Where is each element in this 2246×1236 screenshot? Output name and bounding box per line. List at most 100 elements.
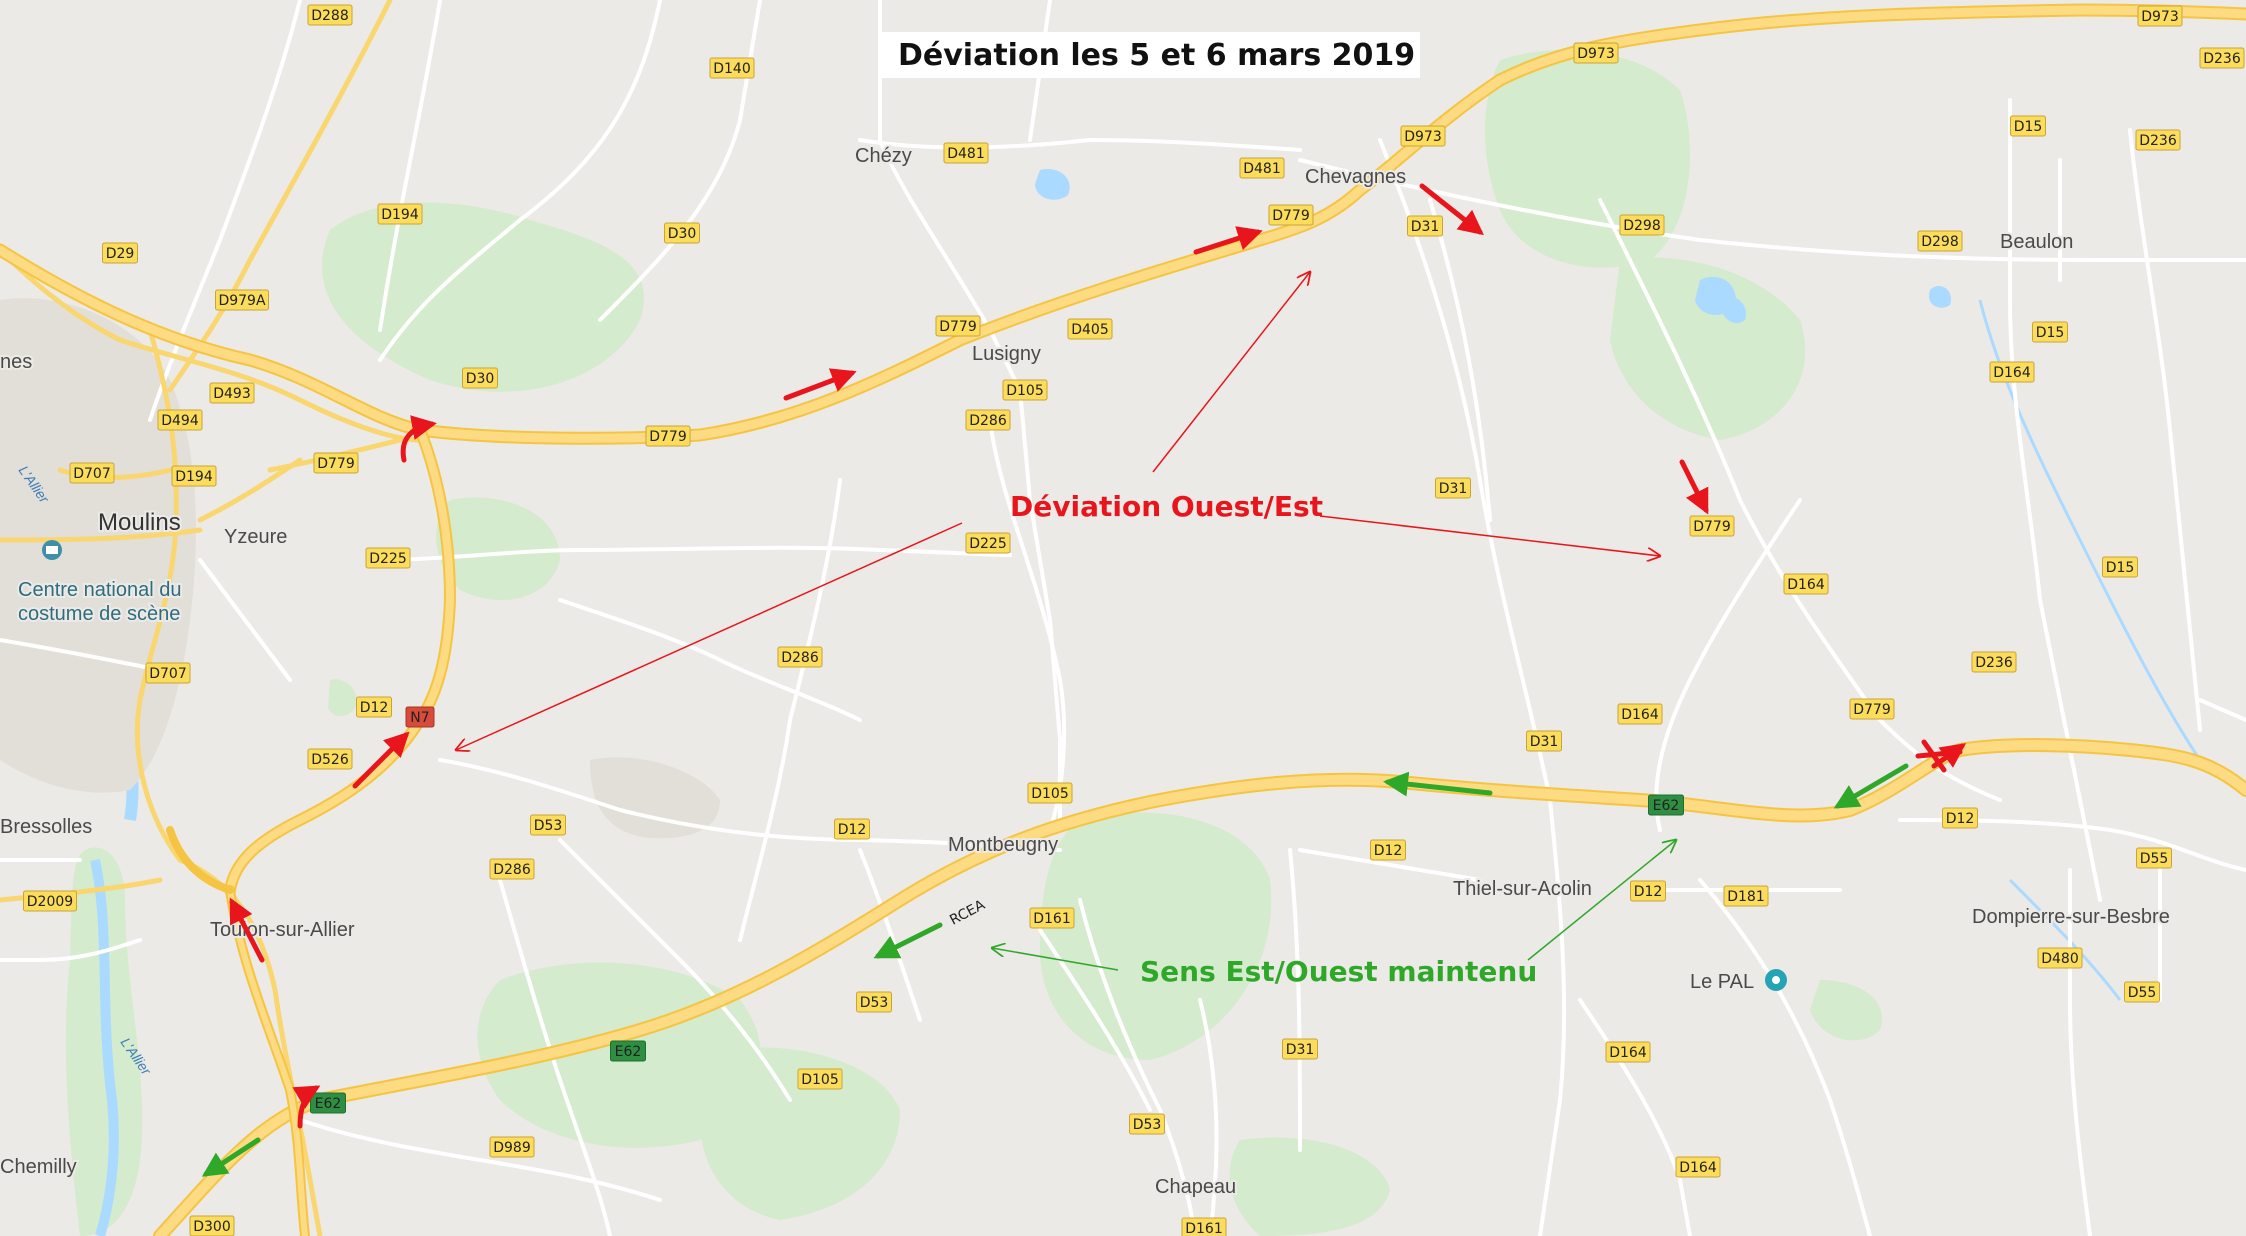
road-shield-label: D31 xyxy=(1411,219,1440,235)
deviation-label: Déviation Ouest/Est xyxy=(1010,490,1324,523)
road-shield: D30 xyxy=(664,222,700,244)
road-shield-label: D480 xyxy=(2041,951,2079,967)
road-shield: D31 xyxy=(1407,215,1443,237)
road-shield: D164 xyxy=(1783,573,1829,595)
road-shield-label: D140 xyxy=(713,61,751,77)
road-shield-label: D973 xyxy=(2141,9,2179,25)
town-label[interactable]: Chézy xyxy=(853,143,914,169)
road-shield: D526 xyxy=(307,748,353,770)
road-shield: D225 xyxy=(965,532,1011,554)
road-shield: D55 xyxy=(2124,981,2160,1003)
deviation-pointer-lines xyxy=(456,272,1660,750)
poi-museum-icon[interactable] xyxy=(42,540,62,560)
road-shield: D707 xyxy=(145,662,191,684)
town-label[interactable]: nes xyxy=(0,349,34,375)
road-shield-label: D236 xyxy=(2139,133,2177,149)
road-shield-label: D979A xyxy=(218,293,266,309)
road-shield-label: D286 xyxy=(969,413,1007,429)
road-shield: D481 xyxy=(943,142,989,164)
road-shield: D161 xyxy=(1181,1217,1227,1236)
town-label[interactable]: Chapeau xyxy=(1153,1174,1238,1200)
road-shield-label: D55 xyxy=(2140,851,2169,867)
road-shield-label: D779 xyxy=(317,456,355,472)
town-label[interactable]: Centre national du xyxy=(16,577,183,603)
road-shield-label: D225 xyxy=(969,536,1007,552)
town-label[interactable]: Le PAL xyxy=(1688,969,1756,995)
maintained-pointer-lines xyxy=(992,840,1676,971)
poi-le-pal-icon[interactable] xyxy=(1765,969,1787,991)
road-shield-label: D30 xyxy=(466,371,495,387)
road-shield-label: D298 xyxy=(1623,218,1661,234)
road-shield-label: D779 xyxy=(1693,519,1731,535)
road-shield-label: D707 xyxy=(73,466,111,482)
road-shield-label: D526 xyxy=(311,752,349,768)
road-shield: D236 xyxy=(2199,47,2245,69)
town-label[interactable]: costume de scène xyxy=(16,601,182,627)
road-shield: D973 xyxy=(1573,42,1619,64)
road-shield-label: D2009 xyxy=(27,894,73,910)
road-shield: D31 xyxy=(1526,730,1562,752)
town-label[interactable]: Chemilly xyxy=(0,1154,79,1180)
town-label[interactable]: Beaulon xyxy=(1998,229,2075,255)
road-shield: D973 xyxy=(1400,125,1446,147)
road-shield: D12 xyxy=(834,818,870,840)
road-shield: D779 xyxy=(313,452,359,474)
road-shield-label: D164 xyxy=(1679,1160,1717,1176)
road-shield-label: D30 xyxy=(668,226,697,242)
road-shield: D298 xyxy=(1917,230,1963,252)
town-label[interactable]: Dompierre-sur-Besbre xyxy=(1970,904,2172,930)
town-label[interactable]: Thiel-sur-Acolin xyxy=(1451,876,1594,902)
road-shield-label: D29 xyxy=(106,246,135,262)
road-shield-label: D493 xyxy=(213,386,251,402)
road-shield-label: D779 xyxy=(649,429,687,445)
road-shield-label: D105 xyxy=(801,1072,839,1088)
road-shield-label: D298 xyxy=(1921,234,1959,250)
map-title: Déviation les 5 et 6 mars 2019 xyxy=(898,38,1416,73)
road-shield: D979A xyxy=(215,289,269,311)
road-shield: D494 xyxy=(157,409,203,431)
road-shield: D105 xyxy=(1027,782,1073,804)
road-shield-label: D286 xyxy=(781,650,819,666)
town-labels: ChézyChevagnesBeaulonLusignyMoulinsYzeur… xyxy=(0,143,2172,1200)
town-label[interactable]: Yzeure xyxy=(222,524,289,550)
road-shield-label: D779 xyxy=(939,319,977,335)
road-shield-label: N7 xyxy=(410,710,429,726)
road-shield: D288 xyxy=(307,4,353,26)
road-shield: E62 xyxy=(610,1040,646,1062)
road-shield-label: D12 xyxy=(1634,884,1663,900)
road-shield: D779 xyxy=(1849,698,1895,720)
road-shield-label: D105 xyxy=(1006,383,1044,399)
town-label[interactable]: Toulon-sur-Allier xyxy=(208,917,357,943)
road-shield: D707 xyxy=(69,462,115,484)
road-shield-label: D973 xyxy=(1404,129,1442,145)
road-shield-label: E62 xyxy=(315,1096,342,1112)
road-shield: D225 xyxy=(365,547,411,569)
road-shield-label: D164 xyxy=(1787,577,1825,593)
road-shield: D53 xyxy=(530,814,566,836)
road-shield-label: D481 xyxy=(1243,161,1281,177)
road-shield: D481 xyxy=(1239,157,1285,179)
detour-arrows xyxy=(229,183,1967,1129)
road-shield-label: E62 xyxy=(1653,798,1680,814)
town-label[interactable]: Montbeugny xyxy=(946,832,1060,858)
road-shield: D105 xyxy=(797,1068,843,1090)
road-shield: D161 xyxy=(1029,907,1075,929)
maintained-label: Sens Est/Ouest maintenu xyxy=(1140,955,1538,988)
maintained-arrows xyxy=(201,763,1909,1177)
town-label[interactable]: Lusigny xyxy=(970,341,1043,367)
forest-areas xyxy=(0,50,1882,1236)
town-label[interactable]: Bressolles xyxy=(0,814,94,840)
road-shield: D300 xyxy=(189,1215,235,1236)
road-shield-label: D194 xyxy=(175,469,213,485)
town-label[interactable]: Chevagnes xyxy=(1303,164,1408,190)
town-label[interactable]: Moulins xyxy=(96,507,183,538)
road-shield: E62 xyxy=(1648,794,1684,816)
road-shield-label: D31 xyxy=(1439,481,1468,497)
road-shield-label: D53 xyxy=(534,818,563,834)
road-shield: D194 xyxy=(377,203,423,225)
road-shield-label: D12 xyxy=(838,822,867,838)
road-shield: D480 xyxy=(2037,947,2083,969)
road-shield-label: D161 xyxy=(1033,911,1071,927)
road-shield: D2009 xyxy=(23,890,77,912)
